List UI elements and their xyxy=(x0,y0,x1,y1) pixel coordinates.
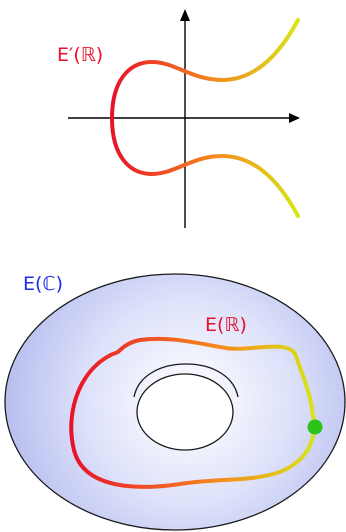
torus-hole-rim xyxy=(133,363,239,398)
curve-label-e-real: E(ℝ) xyxy=(205,314,247,336)
top-figure: E′(ℝ) xyxy=(57,9,300,228)
curve-label-e-prime-real: E′(ℝ) xyxy=(57,44,103,66)
real-locus-curve xyxy=(69,336,316,489)
real-curve-upper xyxy=(110,18,300,120)
y-axis-arrow-icon xyxy=(180,9,190,21)
torus-hole xyxy=(136,373,234,451)
marked-point xyxy=(307,419,323,435)
surface-label-e-complex: E(ℂ) xyxy=(23,273,63,295)
x-axis-arrow-icon xyxy=(289,113,300,123)
bottom-figure: E(ℂ) E(ℝ) xyxy=(4,273,346,531)
real-curve-lower xyxy=(110,116,300,218)
